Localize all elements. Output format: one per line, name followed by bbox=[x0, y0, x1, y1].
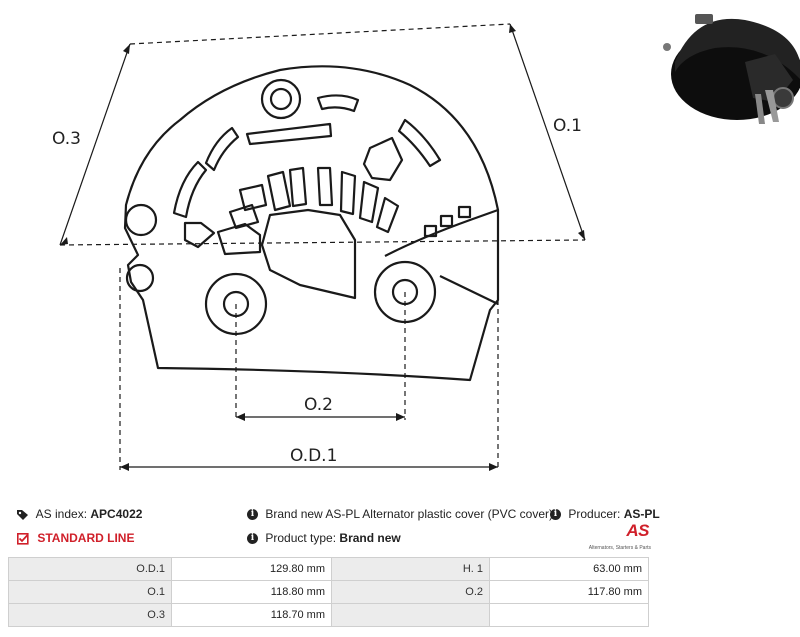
table-row: O.3 118.70 mm bbox=[8, 603, 649, 627]
standard-line-label: STANDARD LINE bbox=[37, 531, 135, 545]
spec-label: H. 1 bbox=[331, 557, 490, 581]
spec-label: O.2 bbox=[331, 580, 490, 604]
as-index-label: AS index: bbox=[35, 507, 88, 521]
dimension-label-o2: O.2 bbox=[304, 395, 333, 415]
logo-tagline: Alternators, Starters & Parts bbox=[588, 545, 651, 551]
technical-drawing: O.3 O.1 O.2 O.D.1 bbox=[52, 23, 586, 471]
product-type-label: Product type: bbox=[265, 531, 337, 545]
producer: i Producer: AS-PL bbox=[550, 507, 660, 521]
product-description: i Brand new AS-PL Alternator plastic cov… bbox=[247, 507, 553, 521]
cover-outline bbox=[123, 65, 500, 382]
info-icon: i bbox=[247, 509, 258, 521]
mount-hole-top bbox=[260, 78, 302, 120]
side-hole bbox=[124, 203, 158, 237]
dimension-label-o3: O.3 bbox=[52, 129, 81, 149]
spec-value bbox=[489, 603, 649, 627]
as-index: AS index: APC4022 bbox=[17, 507, 142, 521]
info-icon: i bbox=[550, 509, 561, 521]
spec-value: 118.80 mm bbox=[171, 580, 332, 604]
dimension-label-od1: O.D.1 bbox=[290, 446, 337, 466]
logo-word: AS bbox=[626, 521, 649, 540]
spec-value: 118.70 mm bbox=[171, 603, 332, 627]
spec-label: O.3 bbox=[8, 603, 172, 627]
spec-label: O.D.1 bbox=[8, 557, 172, 581]
product-type: i Product type: Brand new bbox=[247, 531, 401, 545]
table-row: O.1 118.80 mm O.2 117.80 mm bbox=[8, 580, 649, 604]
spec-label: O.1 bbox=[8, 580, 172, 604]
producer-label: Producer: bbox=[568, 507, 621, 521]
spec-table: O.D.1 129.80 mm H. 1 63.00 mm O.1 118.80… bbox=[8, 557, 649, 627]
as-index-value: APC4022 bbox=[90, 507, 143, 521]
table-row: O.D.1 129.80 mm H. 1 63.00 mm bbox=[8, 557, 649, 581]
checkbox-checked-icon bbox=[17, 532, 29, 545]
spec-value: 63.00 mm bbox=[489, 557, 649, 581]
spec-value: 117.80 mm bbox=[489, 580, 649, 604]
producer-value: AS-PL bbox=[623, 507, 660, 521]
spec-value: 129.80 mm bbox=[171, 557, 332, 581]
description-text: Brand new AS-PL Alternator plastic cover… bbox=[265, 507, 554, 521]
tag-icon bbox=[17, 510, 28, 521]
alternator-cover-photo[interactable] bbox=[655, 2, 800, 127]
spec-label bbox=[331, 603, 490, 627]
standard-line: STANDARD LINE bbox=[17, 531, 134, 545]
product-type-value: Brand new bbox=[339, 531, 401, 545]
as-pl-logo: AS Alternators, Starters & Parts bbox=[585, 521, 653, 554]
info-icon: i bbox=[247, 533, 258, 545]
dimension-label-o1: O.1 bbox=[553, 116, 582, 136]
